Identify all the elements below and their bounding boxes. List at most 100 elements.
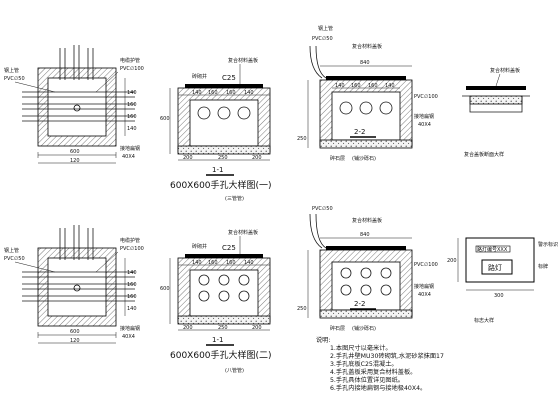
- bottom-plan-dimension-lines: [37, 258, 126, 344]
- bottom-plan-left-label: 钢上管: [4, 247, 19, 254]
- top-detail-cover: [466, 86, 526, 90]
- bottom-plan-leader-2: [95, 251, 119, 273]
- top-s2-bend-pipe-2: [315, 45, 327, 79]
- top-s2-height: 250: [297, 136, 307, 142]
- top-s1-section-mark: 1-1: [212, 166, 223, 174]
- sign-dim-h: 200: [447, 258, 457, 264]
- top-s2-ground-spec: 40X4: [418, 122, 431, 128]
- bottom-s1-section-mark: 1-1: [212, 336, 223, 344]
- top-plan-left-label: 钢上管: [4, 67, 19, 74]
- bottom-s1-height: 600: [160, 286, 170, 292]
- top-s2-dimension-lines: [307, 65, 412, 148]
- top-s2-base: [319, 139, 413, 149]
- bottom-s2-dimension-lines: [307, 237, 412, 318]
- top-plan-protect-spec: PVC∅100: [120, 66, 144, 72]
- bottom-s1-dimension-lines: [169, 258, 270, 331]
- notes-block: 说明: 1.本图尺寸以毫米计。 2.手孔井壁MU30砖砌筑,水泥砂浆抹面17 3…: [316, 336, 444, 392]
- top-s1-pipe-circles: [197, 106, 251, 120]
- top-s2-section-mark: 2-2: [354, 128, 365, 136]
- bottom-plan-dim-d: 140: [127, 306, 137, 312]
- notes-line-5: 5.手孔具体位置详见图纸。: [330, 376, 404, 384]
- bottom-s2-base: [319, 309, 413, 319]
- sign-caption: 标志大样: [474, 317, 494, 324]
- bottom-plan-ground-label: 接地扁钢: [120, 325, 140, 332]
- bottom-s2-ground-spec: 40X4: [418, 292, 431, 298]
- bottom-plan-pipe-label: PVC∅50: [4, 256, 25, 262]
- notes-line-3: 3.手孔底板C25混凝土。: [330, 360, 398, 368]
- top-section-2-2: 840 140 160 160 140 250 钢上管 PVC∅50 复合材料盖…: [297, 25, 438, 162]
- top-s1-dim-b: 160: [208, 90, 218, 96]
- top-s1-base-dim-c: 200: [252, 155, 262, 161]
- bottom-s2-section-mark: 2-2: [354, 300, 365, 308]
- bottom-plan-dim-c: 160: [127, 294, 137, 300]
- top-plan-ground-label: 接地扁钢: [120, 145, 140, 152]
- bottom-s1-pit: [189, 269, 259, 317]
- sign-number-box: [475, 245, 511, 253]
- bottom-s1-base: [177, 315, 271, 325]
- bottom-section-2-2: 840 250 PVC∅50 复合材料盖板 PVC∅100 接地扁钢 40X4 …: [297, 206, 438, 332]
- top-plan-view: 600 120 140 160 160 140 钢上管 PVC∅50 电缆护管 …: [4, 45, 144, 164]
- sign-warn-label: 警示标识: [538, 241, 558, 248]
- bottom-s2-pipe-circles: [340, 267, 392, 296]
- sign-number-text: 路灯编号XXX: [477, 246, 508, 253]
- bottom-plan-protect-spec: PVC∅100: [120, 246, 144, 252]
- top-detail-frame: [462, 95, 530, 113]
- bottom-title: 600X600手孔大样图(二): [170, 349, 272, 361]
- top-plan-ground-spec: 40X4: [122, 154, 135, 160]
- top-plan-leader-2: [95, 71, 119, 93]
- top-section-1-1: 140 160 160 140 600 200 250 200 C25 复合材料…: [160, 57, 271, 176]
- top-title: 600X600手孔大样图(一): [170, 179, 272, 191]
- top-s2-dim-c: 160: [368, 83, 378, 89]
- top-s2-pit: [331, 91, 401, 141]
- top-s2-dim-b: 160: [351, 83, 361, 89]
- top-detail-caption: 复合盖板断面大样: [464, 151, 504, 158]
- bottom-s1-dim-c: 160: [226, 260, 236, 266]
- top-subtitle: (三管管): [225, 195, 244, 202]
- bottom-s2-dim-840: 840: [360, 232, 370, 238]
- top-s2-dim-a: 140: [335, 83, 345, 89]
- top-s2-pipe-label: 钢上管: [318, 25, 333, 32]
- bottom-plan-ground-rod: [73, 284, 81, 292]
- top-s1-height: 600: [160, 116, 170, 122]
- sign-plate-label: 标牌: [538, 263, 548, 270]
- bottom-plan-leader-1: [14, 261, 56, 273]
- top-s1-wall-label: 砖砌井: [192, 73, 207, 80]
- top-s1-base-dim-b: 250: [218, 155, 228, 161]
- top-s2-base-label: 碎石层: [330, 155, 345, 162]
- bottom-plan-ground-spec: 40X4: [122, 334, 135, 340]
- bottom-s1-cover-label: 复合材料盖板: [228, 229, 258, 236]
- top-plan-dim-c: 160: [127, 114, 137, 120]
- bottom-s2-pipe-spec: PVC∅50: [312, 206, 333, 212]
- bottom-s1-base-dim-c: 200: [252, 325, 262, 331]
- top-plan-protect-label: 电缆护管: [120, 57, 140, 64]
- sign-detail: 路灯编号XXX 路灯 警示标识 标牌 300 200 标志大样: [447, 237, 558, 324]
- bottom-section-1-1: 140 160 160 140 600 200 250 200 C25 复合材料…: [160, 229, 271, 346]
- bottom-s1-base-dim-a: 200: [183, 325, 193, 331]
- top-plan-ground-rod: [73, 104, 81, 112]
- top-s1-dimension-lines: [169, 88, 270, 161]
- bottom-plan-dim-a: 140: [127, 270, 137, 276]
- top-s1-dim-c: 160: [226, 90, 236, 96]
- bottom-s2-cover: [326, 246, 406, 250]
- top-plan-pipe-label: PVC∅50: [4, 76, 25, 82]
- bottom-s2-height: 250: [297, 306, 307, 312]
- bottom-plan-dim-b: 160: [127, 282, 137, 288]
- top-s2-pipe-circles: [339, 101, 393, 115]
- top-plan-dim-600: 600: [70, 149, 80, 155]
- bottom-s2-base-label: 碎石层: [330, 325, 345, 332]
- top-s1-base: [177, 145, 271, 155]
- bottom-plan-inner-pit: [47, 257, 107, 317]
- bottom-s1-grade: C25: [222, 244, 236, 252]
- bottom-plan-pipes: [22, 225, 135, 302]
- bottom-s1-base-dim-b: 250: [218, 325, 228, 331]
- top-s2-protect-spec: PVC∅100: [414, 94, 438, 100]
- top-plan-dimension-lines: [37, 78, 126, 164]
- bottom-s1-dim-a: 140: [192, 260, 202, 266]
- bottom-plan-view: 600 120 140 160 160 140 钢上管 PVC∅50 电缆护管 …: [4, 225, 144, 344]
- bottom-s1-cover: [185, 254, 263, 258]
- top-plan-pipes: [22, 45, 135, 122]
- notes-heading: 说明:: [316, 336, 330, 344]
- top-s2-pipe-spec: PVC∅50: [312, 36, 333, 42]
- top-s2-ground-label: 接地扁钢: [414, 113, 434, 120]
